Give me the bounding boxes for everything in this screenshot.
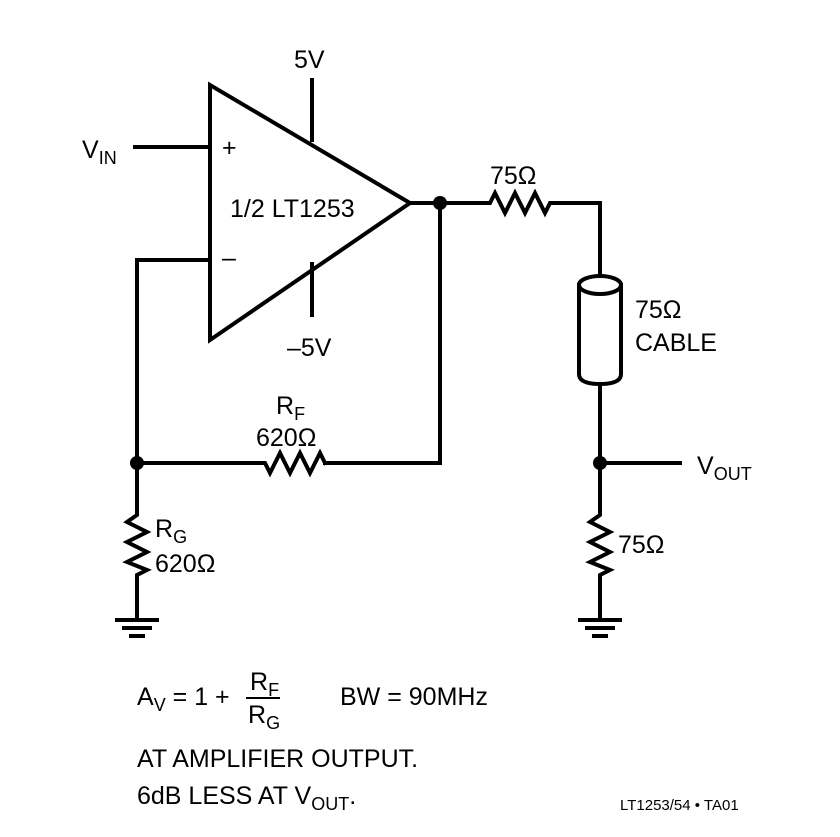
- supply-neg-label: –5V: [287, 334, 332, 362]
- gain-formula-lhs: AV = 1 +: [137, 683, 230, 715]
- coax-cable-symbol: [577, 274, 623, 387]
- rg-resistor: [122, 508, 152, 620]
- feedback-node: [130, 456, 144, 470]
- vin-label: VIN: [82, 136, 117, 168]
- feedback-wire: [323, 201, 442, 465]
- cable-label: CABLE: [635, 329, 717, 357]
- ground-icon: [578, 618, 622, 638]
- vout-label: VOUT: [697, 452, 752, 484]
- note-line-2: 6dB LESS AT VOUT.: [137, 782, 356, 814]
- series-resistor-value: 75Ω: [490, 162, 537, 190]
- rf-value: 620Ω: [256, 424, 316, 452]
- gain-formula-denominator: RG: [248, 701, 280, 733]
- amp-label: 1/2 LT1253: [230, 195, 355, 223]
- supply-pos-label: 5V: [294, 46, 325, 74]
- cable-value: 75Ω: [635, 296, 682, 324]
- gain-formula-numerator: RF: [250, 668, 279, 700]
- load-resistor-value: 75Ω: [618, 531, 665, 559]
- plus-input-sign: +: [222, 134, 237, 162]
- load-resistor: [585, 508, 615, 620]
- rf-resistor: [135, 448, 328, 478]
- series-resistor: [438, 188, 602, 278]
- rf-label: RF: [276, 392, 305, 424]
- bandwidth-label: BW = 90MHz: [340, 683, 488, 711]
- figure-id: LT1253/54 • TA01: [620, 797, 739, 814]
- rg-value: 620Ω: [155, 550, 215, 578]
- rg-label: RG: [155, 515, 187, 547]
- minus-input-sign: –: [222, 244, 236, 272]
- inverting-input-wire: [135, 258, 212, 512]
- note-line-1: AT AMPLIFIER OUTPUT.: [137, 745, 418, 773]
- ground-icon: [115, 618, 159, 638]
